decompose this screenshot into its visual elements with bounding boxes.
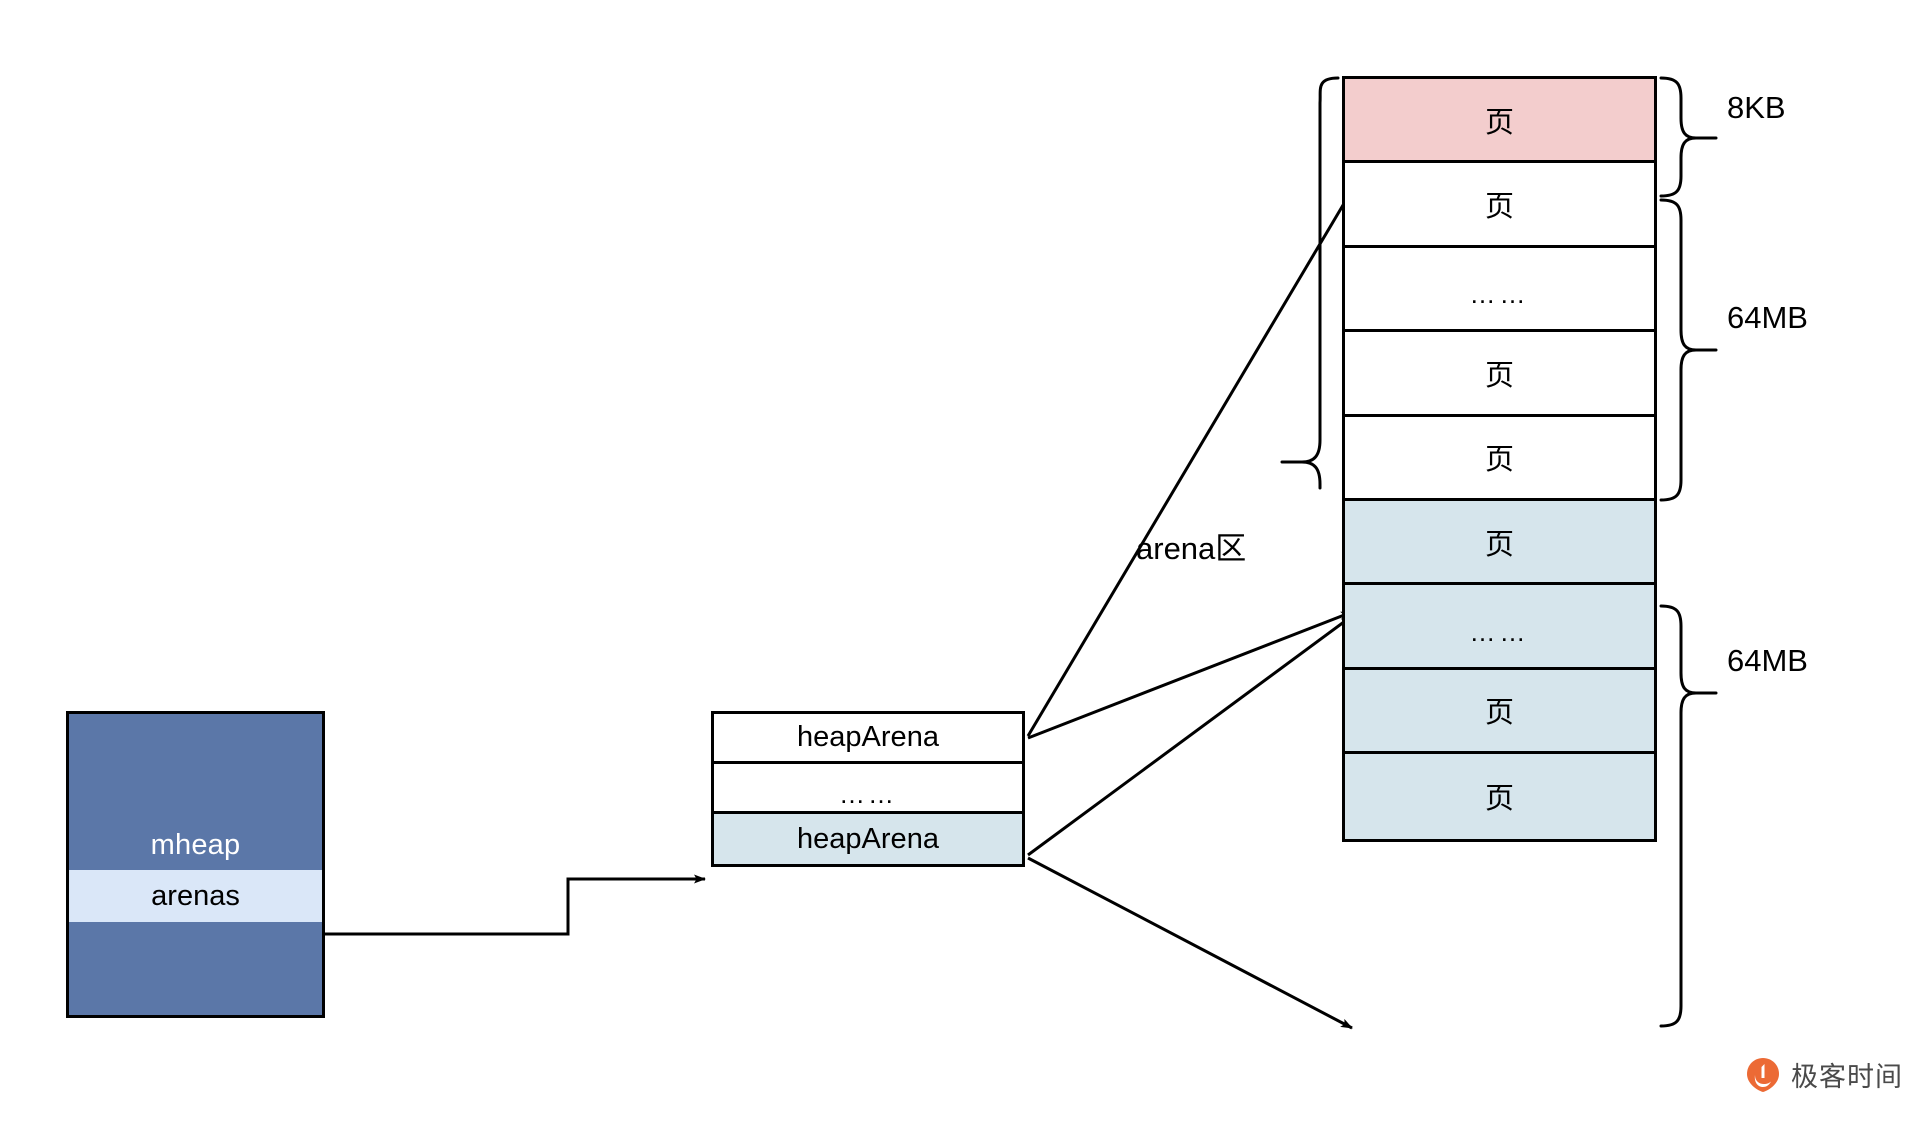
page-cell-label: 页 xyxy=(1484,106,1514,139)
page-cell-label: 页 xyxy=(1484,528,1514,561)
connector-heaparena-top-to-page-mid xyxy=(1027,610,1353,740)
arena-zone-brace xyxy=(1280,76,1340,490)
page-cell-label: 页 xyxy=(1484,697,1514,730)
size-label-64mb-top: 64MB xyxy=(1727,300,1808,335)
mheap-header-section: mheap xyxy=(69,714,322,870)
page-cell-6: …… xyxy=(1345,585,1654,670)
page-column: 页 页 …… 页 页 页 …… 页 页 xyxy=(1342,76,1657,842)
heaparena-row-1: …… xyxy=(714,764,1022,814)
mheap-block: mheap arenas xyxy=(66,711,325,1018)
brace-8kb xyxy=(1659,76,1718,198)
mheap-footer-section xyxy=(69,922,322,1015)
connector-heaparena-highlight-to-page-bottom xyxy=(1027,856,1353,1030)
arena-zone-label: arena区 xyxy=(1136,531,1247,566)
page-cell-2: …… xyxy=(1345,247,1654,333)
brace-64mb-top xyxy=(1659,198,1718,502)
page-cell-label: …… xyxy=(1469,617,1530,648)
page-cell-0: 页 xyxy=(1345,79,1654,164)
page-cell-label: 页 xyxy=(1484,359,1514,392)
connector-heaparena-top-to-page xyxy=(1026,189,1354,737)
heaparena-row-label: …… xyxy=(839,778,897,809)
page-cell-1: 页 xyxy=(1345,163,1654,248)
geektime-logo-icon xyxy=(1747,1057,1779,1092)
page-cell-5: 页 xyxy=(1345,500,1654,586)
watermark-text: 极客时间 xyxy=(1791,1062,1903,1093)
page-cell-3: 页 xyxy=(1345,332,1654,417)
size-label-8kb: 8KB xyxy=(1727,90,1786,125)
heaparena-row-label: heapArena xyxy=(797,721,939,753)
heaparena-row-label: heapArena xyxy=(797,822,939,855)
page-cell-label: 页 xyxy=(1484,444,1514,477)
page-cell-8: 页 xyxy=(1345,754,1654,839)
heaparena-row-2: heapArena xyxy=(714,814,1022,864)
connector-heaparena-highlight-to-page-mid xyxy=(1027,614,1353,857)
page-cell-label: 页 xyxy=(1484,191,1514,224)
page-cell-label: …… xyxy=(1469,279,1530,310)
brace-64mb-bottom xyxy=(1659,604,1718,1028)
page-cell-label: 页 xyxy=(1484,783,1514,816)
page-cell-7: 页 xyxy=(1345,669,1654,755)
page-cell-4: 页 xyxy=(1345,416,1654,501)
heaparena-row-0: heapArena xyxy=(714,714,1022,764)
watermark: 极客时间 xyxy=(1744,1055,1903,1094)
size-label-64mb-bottom: 64MB xyxy=(1727,643,1808,678)
connector-arenas-to-table xyxy=(325,874,706,936)
mheap-arenas-field: arenas xyxy=(69,870,322,922)
heaparena-table: heapArena …… heapArena xyxy=(711,711,1025,867)
mheap-label: mheap xyxy=(150,829,241,861)
